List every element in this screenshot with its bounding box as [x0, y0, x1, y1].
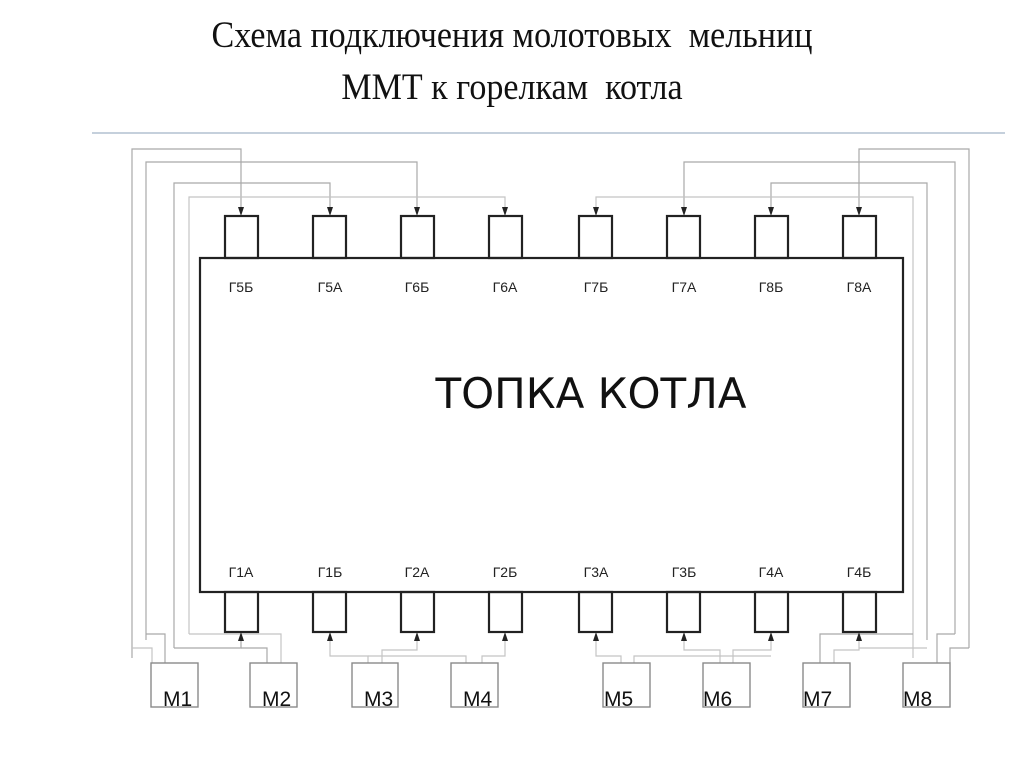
burner-g4a: Г4А	[753, 564, 790, 641]
title-divider	[92, 132, 1005, 134]
svg-text:M7: M7	[803, 688, 832, 711]
svg-text:M1: M1	[163, 688, 192, 711]
wire-m5-g3a	[595, 640, 622, 663]
burner-g1b: Г1Б	[311, 564, 348, 641]
svg-text:Г3А: Г3А	[584, 564, 609, 580]
wire-m4-g2b	[481, 640, 506, 663]
wire-m3-g1b	[329, 640, 369, 663]
wire-m1-a	[146, 633, 166, 663]
wire-m2-b	[189, 633, 282, 663]
burner-g3b: Г3Б	[665, 564, 702, 641]
wire-m6-g3b	[683, 640, 721, 663]
svg-text:Г7Б: Г7Б	[584, 279, 609, 295]
wire-m3-g2a	[381, 640, 418, 663]
wire-m2-g6a	[188, 196, 506, 634]
burner-g7a: Г7А	[665, 207, 702, 295]
wires-top-left	[131, 148, 506, 658]
burner-g5b: Г5Б	[223, 207, 260, 295]
burner-g5a: Г5А	[311, 207, 348, 295]
svg-text:Г5А: Г5А	[318, 279, 343, 295]
wire-m8-a	[936, 633, 955, 663]
wire-m2-g1a	[241, 647, 268, 663]
mills: M1 M2 M3 M4 M5 M6 M7 M8	[150, 662, 951, 711]
burner-g2a: Г2А	[399, 564, 436, 641]
mill-m4: M4	[450, 662, 499, 711]
svg-text:Г6Б: Г6Б	[405, 279, 430, 295]
title-line-2: ММТ к горелкам котла	[341, 67, 683, 108]
wires-bottom	[132, 633, 969, 663]
wire-m7-g4b	[833, 640, 860, 663]
mill-m2: M2	[249, 662, 298, 711]
svg-text:Г1А: Г1А	[229, 564, 254, 580]
mill-m8: M8	[902, 662, 951, 711]
title-line-1: Схема подключения молотовых мельниц	[211, 15, 813, 56]
wire-m7-a	[819, 633, 913, 663]
svg-text:M5: M5	[604, 688, 633, 711]
top-burners: Г5Б Г5А Г6Б Г6А Г7Б Г7А Г8Б Г8А	[223, 207, 878, 295]
burner-g8a: Г8А	[841, 207, 878, 295]
svg-text:Г1Б: Г1Б	[318, 564, 343, 580]
wire-m8-b	[949, 647, 969, 663]
mill-m7: M7	[802, 662, 851, 711]
burner-g2b: Г2Б	[487, 564, 524, 641]
svg-text:M6: M6	[703, 688, 732, 711]
burner-g8b: Г8Б	[753, 207, 790, 295]
svg-text:Г5Б: Г5Б	[229, 279, 254, 295]
burner-g7b: Г7Б	[577, 207, 614, 295]
burner-g6b: Г6Б	[399, 207, 436, 295]
burner-g4b: Г4Б	[841, 564, 878, 641]
svg-text:Г7А: Г7А	[672, 279, 697, 295]
wire-m1-g5b	[131, 148, 242, 658]
mill-m6: M6	[702, 662, 751, 711]
svg-text:M4: M4	[463, 688, 492, 711]
svg-text:Г8А: Г8А	[847, 279, 872, 295]
burner-g6a: Г6А	[487, 207, 524, 295]
burner-g3a: Г3А	[577, 564, 614, 641]
svg-text:Г3Б: Г3Б	[672, 564, 697, 580]
furnace-box	[198, 256, 905, 594]
svg-text:M2: M2	[262, 688, 291, 711]
svg-text:M8: M8	[903, 688, 932, 711]
mill-m1: M1	[150, 662, 199, 711]
mill-m5: M5	[602, 662, 651, 711]
bottom-burners: Г1А Г1Б Г2А Г2Б Г3А Г3Б Г4А Г4Б	[223, 564, 878, 641]
burner-g1a: Г1А	[223, 564, 260, 641]
wire-m8-g7a	[683, 161, 956, 634]
wire-m1-g6b	[145, 161, 418, 640]
mill-m3: M3	[351, 662, 399, 711]
svg-text:Г2А: Г2А	[405, 564, 430, 580]
svg-text:Г8Б: Г8Б	[759, 279, 784, 295]
svg-text:Г2Б: Г2Б	[493, 564, 518, 580]
wire-m1-b	[132, 647, 153, 663]
wires-top-right	[595, 148, 970, 658]
svg-text:Г4А: Г4А	[759, 564, 784, 580]
wire-m5-b	[633, 655, 771, 663]
wire-m7-g7b	[595, 196, 914, 658]
furnace-label: ТОПКА КОТЛА	[434, 369, 746, 418]
slide-title: Схема подключения молотовых мельниц ММТ …	[41, 10, 983, 114]
wire-m8-g8a	[858, 148, 970, 648]
svg-text:Г6А: Г6А	[493, 279, 518, 295]
wire-m6-g4a	[732, 640, 772, 663]
svg-text:M3: M3	[364, 688, 393, 711]
svg-text:Г4Б: Г4Б	[847, 564, 872, 580]
